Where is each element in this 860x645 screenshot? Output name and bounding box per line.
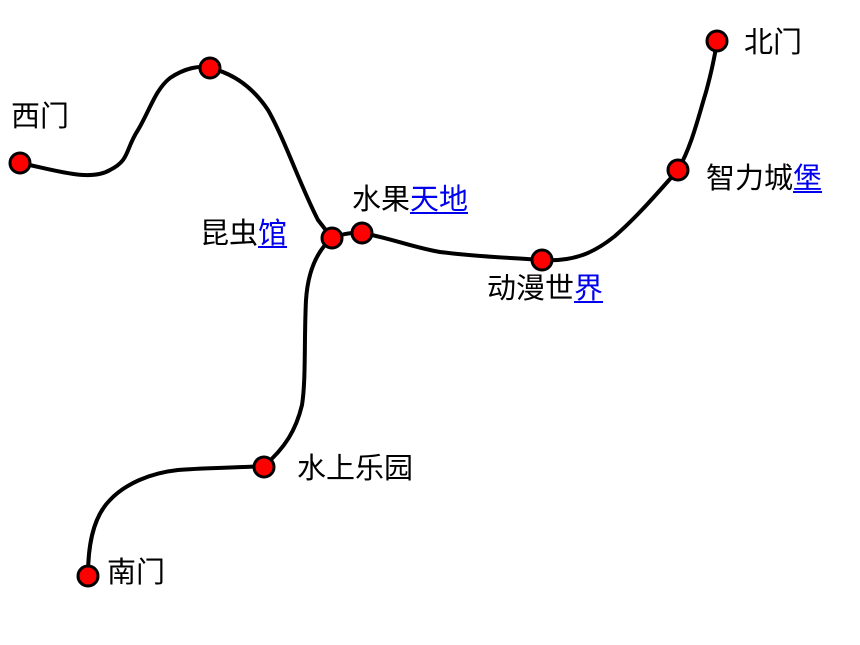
node-insect-hall xyxy=(320,226,344,250)
label-west-gate: 西门 xyxy=(11,100,69,132)
node-anime-world xyxy=(530,248,554,272)
route-center-to-north xyxy=(330,39,719,263)
label-north-gate: 北门 xyxy=(744,26,802,58)
node-water-park xyxy=(252,455,276,479)
node-west-gate xyxy=(8,151,32,175)
link-fruit-world[interactable]: 天地 xyxy=(410,182,469,216)
label-north-gate-text: 北门 xyxy=(744,25,803,59)
label-water-park-text: 水上乐园 xyxy=(297,451,414,485)
label-anime-world-text: 动漫世 xyxy=(487,271,575,305)
link-wisdom-castle[interactable]: 堡 xyxy=(793,161,823,195)
link-anime-world[interactable]: 界 xyxy=(574,271,604,305)
label-west-gate-text: 西门 xyxy=(11,99,70,133)
label-water-park: 水上乐园 xyxy=(297,452,413,484)
node-south-gate xyxy=(76,564,100,588)
label-south-gate: 南门 xyxy=(107,556,165,588)
label-fruit-world-text: 水果 xyxy=(352,182,411,216)
label-wisdom-castle: 智力城堡 xyxy=(706,162,822,194)
label-wisdom-castle-text: 智力城 xyxy=(706,161,794,195)
label-anime-world: 动漫世界 xyxy=(487,272,603,304)
node-fruit-world xyxy=(350,221,374,245)
label-insect-hall: 昆虫馆 xyxy=(200,217,287,249)
label-south-gate-text: 南门 xyxy=(107,555,166,589)
label-fruit-world: 水果天地 xyxy=(352,183,468,215)
route-west-to-south xyxy=(18,64,334,578)
link-insect-hall[interactable]: 馆 xyxy=(258,216,288,250)
node-wisdom-castle xyxy=(666,158,690,182)
label-insect-hall-text: 昆虫 xyxy=(200,216,259,250)
node-north-gate xyxy=(705,29,729,53)
node-hilltop xyxy=(198,56,222,80)
